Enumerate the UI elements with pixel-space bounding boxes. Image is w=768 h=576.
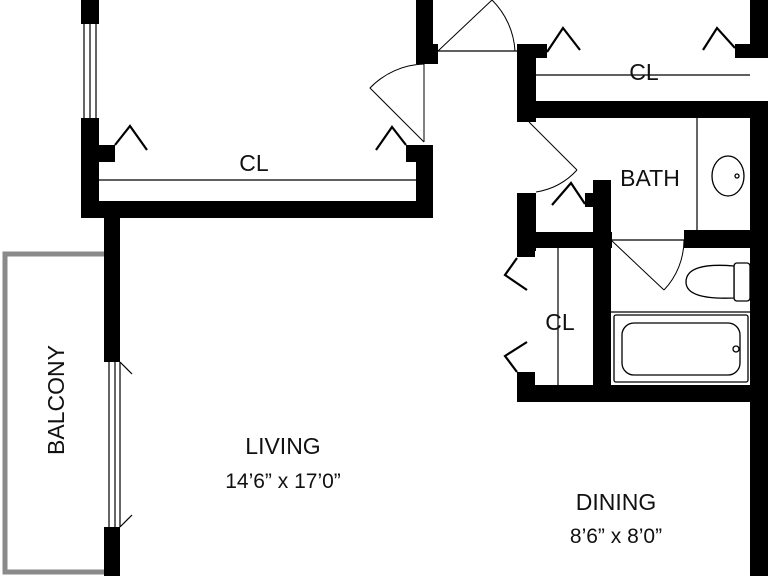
bifold-mid-1: [503, 257, 528, 291]
label-dining-dimensions: 8’6” x 8’0”: [570, 525, 662, 548]
wall-living-left-lower: [104, 527, 120, 576]
wall-top-right-corner: [750, 0, 768, 58]
label-living: LIVING: [245, 433, 320, 459]
wall-jamb-closet-right: [406, 145, 418, 162]
bathtub-drain-icon: [732, 345, 740, 353]
bifold-bath-1: [551, 181, 586, 206]
label-balcony: BALCONY: [43, 345, 69, 455]
labels: CL CL BATH CL LIVING 14’6” x 17’0” DININ…: [43, 59, 680, 548]
bathtub-basin-icon: [621, 322, 741, 376]
wall-bedroom-left-top: [81, 0, 99, 24]
label-closet-middle: CL: [545, 309, 575, 335]
sink-icon: [711, 155, 745, 197]
door-swing-bedroom-top: [437, 0, 516, 52]
wall-bedroom-door-jamb: [424, 44, 438, 64]
wall-closet-right: [416, 145, 433, 218]
wall-right-outer: [750, 116, 768, 576]
label-closet-top-right: CL: [629, 59, 659, 85]
door-swing-hall-closet: [528, 121, 578, 193]
wall-bath-divider: [593, 180, 611, 402]
label-dining: DINING: [576, 489, 657, 515]
bifold-top-right-2: [702, 26, 736, 51]
bifold-doors: [114, 26, 736, 373]
wall-mid-closet-bottom: [517, 385, 768, 402]
wall-hall-closet-bottom: [517, 101, 768, 118]
wall-bedroom-left-lower: [81, 118, 99, 218]
balcony-slider-tick-bot: [119, 514, 133, 528]
door-swing-bedroom-closet: [369, 63, 425, 143]
bifold-top-right-1: [546, 26, 581, 53]
label-closet-top-left: CL: [239, 150, 269, 176]
walls: [81, 0, 768, 576]
door-swings: [369, 0, 685, 291]
label-living-dimensions: 14’6” x 17’0”: [225, 470, 341, 493]
wall-bath-entry-bottom: [517, 232, 612, 248]
sink-drain-icon: [734, 173, 740, 179]
wall-mid-closet-left-top: [517, 232, 535, 257]
wall-living-left-upper: [104, 216, 120, 362]
bifold-top-left-1: [114, 124, 148, 151]
bath-fixtures: [613, 155, 751, 383]
toilet-tank-icon: [733, 262, 751, 302]
balcony-outline: [2, 251, 104, 575]
wall-hall-closet-jamb-left: [517, 44, 547, 58]
bifold-top-left-2: [375, 125, 407, 151]
toilet-bowl-icon: [685, 264, 735, 299]
wall-bedroom-bottom: [81, 201, 433, 218]
balcony-slider-tick-top: [119, 361, 133, 375]
wall-bath-vanity-bottom: [684, 230, 768, 248]
wall-bath-jamb: [585, 193, 611, 207]
label-bath: BATH: [620, 165, 680, 191]
wall-jamb-closet-left: [97, 145, 115, 162]
bifold-mid-2: [503, 341, 528, 373]
thin-lines: [83, 24, 750, 528]
door-swing-bath: [610, 239, 685, 291]
